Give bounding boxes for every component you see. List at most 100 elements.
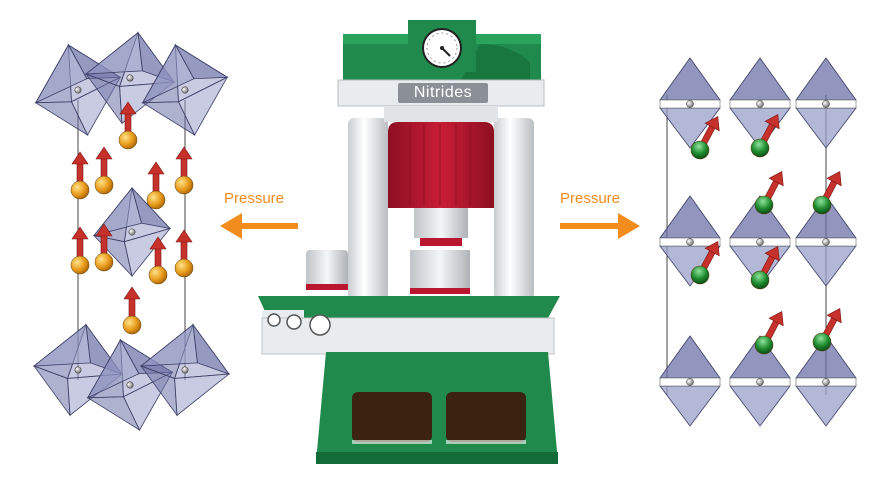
spin-atom <box>94 146 114 195</box>
spin-arrow-head <box>768 310 784 327</box>
spin-arrow-head <box>768 170 784 187</box>
pressure-gauge-icon <box>422 28 462 68</box>
atom <box>146 190 166 210</box>
atom <box>812 195 832 215</box>
spin-atom <box>812 170 842 215</box>
spin-arrow-head <box>764 113 780 130</box>
press-control-panel <box>261 317 555 355</box>
spin-atom <box>174 146 194 195</box>
center-atom <box>126 74 134 82</box>
spin-atom <box>70 226 90 275</box>
atom <box>94 252 114 272</box>
bridge-atom <box>822 378 830 386</box>
atom <box>690 265 710 285</box>
spin-atom <box>174 229 194 278</box>
atom <box>754 335 774 355</box>
right-crystal-structure <box>659 57 857 427</box>
atom <box>70 180 90 200</box>
spin-atom <box>690 240 720 285</box>
hydraulic-press-icon <box>258 20 560 464</box>
center-atom <box>126 381 134 389</box>
spin-atom <box>70 151 90 200</box>
center-atom <box>181 86 189 94</box>
tetrahedron-pair <box>659 195 721 287</box>
spin-arrow-head <box>175 146 193 160</box>
spin-arrow-head <box>95 223 113 237</box>
spin-arrow-head <box>704 115 720 132</box>
atom <box>70 255 90 275</box>
spin-atom <box>754 310 784 355</box>
spin-arrow-head <box>175 229 193 243</box>
spin-arrow-head <box>95 146 113 160</box>
press-table <box>258 296 560 318</box>
bridge-atom <box>756 378 764 386</box>
spin-arrow-head <box>149 236 167 250</box>
center-atom <box>74 86 82 94</box>
press-piston <box>388 122 494 208</box>
left-crystal-structure <box>32 31 231 432</box>
spin-arrow-head <box>71 226 89 240</box>
spin-arrow-head <box>704 240 720 257</box>
bridge-atom <box>822 238 830 246</box>
tetrahedron-pair <box>729 57 791 149</box>
center-atom <box>128 228 136 236</box>
pressure-arrow-right <box>560 213 640 239</box>
atom <box>812 332 832 352</box>
spin-arrow-head <box>123 286 141 300</box>
spin-atom <box>690 115 720 160</box>
octahedron <box>139 323 231 417</box>
pressure-label-right: Pressure <box>560 190 621 207</box>
octahedron <box>141 43 229 137</box>
atom <box>754 195 774 215</box>
pressure-arrow-left <box>220 213 298 239</box>
press-pillar-left <box>348 118 388 300</box>
tetrahedron-pair <box>659 57 721 149</box>
atom <box>148 265 168 285</box>
bridge-atom <box>756 238 764 246</box>
atom <box>750 270 770 290</box>
press-label-nitrides: Nitrides <box>413 84 473 101</box>
tetrahedron-pair <box>795 335 857 427</box>
tetrahedron-pair <box>795 195 857 287</box>
spin-atom <box>94 223 114 272</box>
spin-arrow-head <box>764 245 780 262</box>
cabinet-window-right <box>446 392 526 442</box>
atom <box>174 175 194 195</box>
spin-atom <box>148 236 168 285</box>
atom <box>750 138 770 158</box>
bridge-atom <box>686 378 694 386</box>
atom <box>174 258 194 278</box>
center-atom <box>181 366 189 374</box>
center-atom <box>74 366 82 374</box>
atom <box>122 315 142 335</box>
spin-arrow-head <box>71 151 89 165</box>
spin-atom <box>750 113 780 158</box>
press-pillar-right <box>494 118 534 300</box>
spin-atom <box>146 161 166 210</box>
bridge-atom <box>686 238 694 246</box>
atom <box>118 130 138 150</box>
control-knobs <box>267 313 331 336</box>
spin-atom <box>754 170 784 215</box>
press-anvil <box>410 250 470 294</box>
spin-atom <box>750 245 780 290</box>
bridge-atom <box>686 100 694 108</box>
press-side-cylinder <box>306 250 348 290</box>
spin-arrow-head <box>147 161 165 175</box>
tetrahedron-pair <box>729 335 791 427</box>
spin-arrow-head <box>119 101 137 115</box>
spin-atom <box>122 286 142 335</box>
tetrahedron-pair <box>795 57 857 149</box>
spin-arrow-head <box>826 307 842 324</box>
bridge-atom <box>822 100 830 108</box>
spin-atom <box>118 101 138 150</box>
pressure-label-left: Pressure <box>224 190 285 207</box>
spin-atom <box>812 307 842 352</box>
atom <box>94 175 114 195</box>
cabinet-window-left <box>352 392 432 442</box>
tetrahedron-pair <box>659 335 721 427</box>
atom <box>690 140 710 160</box>
bridge-atom <box>756 100 764 108</box>
spin-arrow-head <box>826 170 842 187</box>
